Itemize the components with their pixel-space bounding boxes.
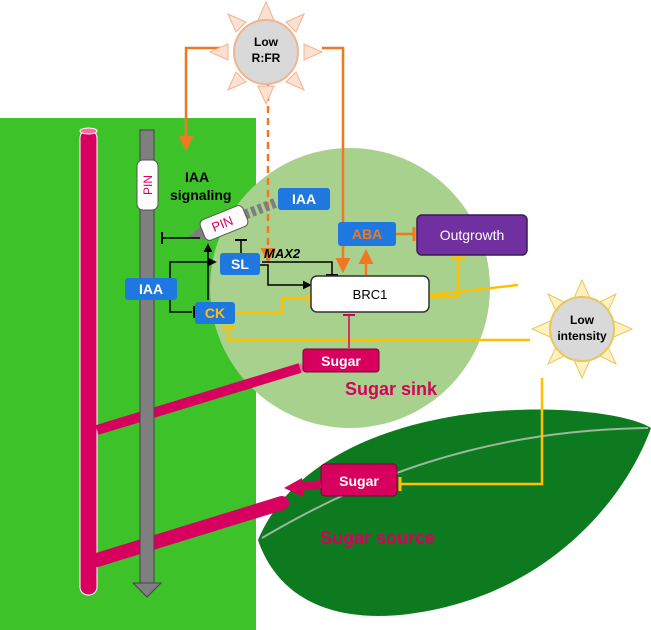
iaa-signaling-line1: IAA bbox=[185, 169, 209, 185]
iaa-top-box bbox=[278, 188, 330, 210]
sugar-leaf-box bbox=[320, 463, 398, 497]
pin-vertical-box bbox=[136, 159, 159, 211]
aba-label: ABA bbox=[352, 226, 382, 242]
sugar-source-label: Sugar source bbox=[320, 528, 435, 548]
pin-vertical-label: PIN bbox=[141, 175, 155, 195]
iaa-inhibit-ck bbox=[169, 300, 192, 313]
aba-box bbox=[338, 222, 396, 246]
low-intensity-inhibit-sugar bbox=[400, 378, 544, 486]
leaf-midrib bbox=[261, 427, 649, 539]
brc1-label: BRC1 bbox=[353, 287, 388, 302]
sugar-bud-box bbox=[302, 348, 380, 373]
brc1-inhibit-outgrowth bbox=[428, 258, 460, 299]
sun-right-line1: Low bbox=[570, 313, 595, 327]
brc1-box bbox=[310, 275, 430, 313]
sun-low-rfr: Low R:FR bbox=[208, 0, 324, 106]
sl-label: SL bbox=[231, 256, 249, 272]
sugar-leaf-label: Sugar bbox=[339, 473, 379, 489]
sun-right-line2: intensity bbox=[557, 329, 607, 343]
iaa-to-sl bbox=[169, 257, 217, 280]
vascular-strand-to-leaf bbox=[90, 496, 289, 567]
vascular-strand-to-bud bbox=[95, 363, 302, 435]
leaf bbox=[258, 409, 651, 616]
max2-label: MAX2 bbox=[264, 246, 301, 261]
sun-low-intensity: Low intensity bbox=[530, 278, 634, 380]
ck-box bbox=[195, 302, 235, 324]
low-intensity-inhibit-ck bbox=[226, 327, 530, 342]
low-intensity-to-brc1 bbox=[429, 283, 519, 297]
vascular-strand-main bbox=[79, 129, 98, 596]
iaa-signaling-line2: signaling bbox=[170, 187, 231, 203]
ck-to-brc1 bbox=[235, 296, 310, 315]
max2-line bbox=[262, 261, 333, 275]
orange-line-right bbox=[322, 46, 351, 273]
sl-box bbox=[220, 253, 260, 275]
sun-top-line2: R:FR bbox=[252, 51, 281, 65]
sugar-bud-label: Sugar bbox=[321, 353, 361, 369]
sugar-leaf-arrow bbox=[299, 480, 322, 491]
outgrowth-box bbox=[416, 214, 528, 256]
sugar-sink-label: Sugar sink bbox=[345, 379, 438, 399]
iaa-left-label: IAA bbox=[139, 281, 163, 297]
sun-top-line1: Low bbox=[254, 35, 279, 49]
sl-to-brc1 bbox=[260, 264, 312, 290]
ck-label: CK bbox=[205, 305, 225, 321]
outgrowth-label: Outgrowth bbox=[440, 227, 505, 243]
orange-line-left bbox=[178, 46, 222, 151]
iaa-left-box bbox=[125, 278, 177, 300]
iaa-top-label: IAA bbox=[292, 191, 316, 207]
pin-diagonal-box bbox=[199, 205, 249, 241]
